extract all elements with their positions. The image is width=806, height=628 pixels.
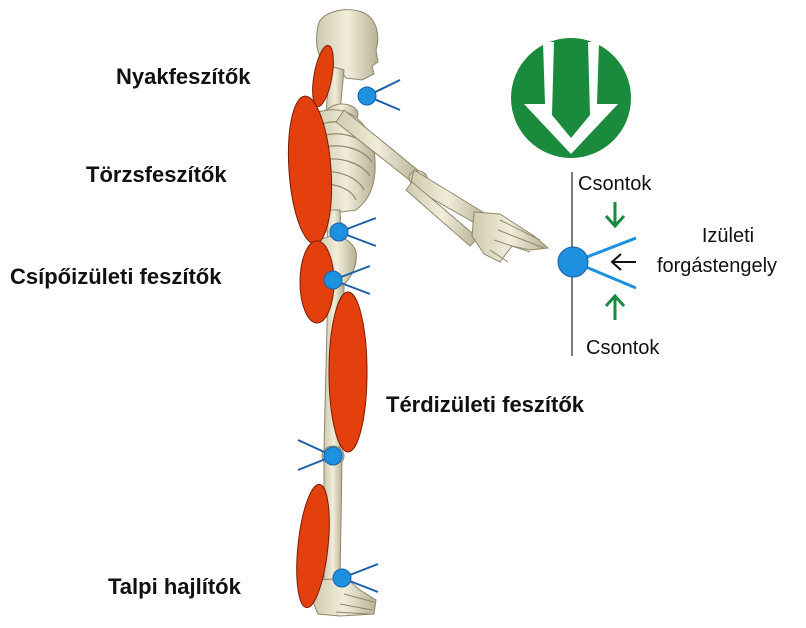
label-plantar-flexors: Talpi hajlítók [108,574,242,599]
label-knee-extensors: Térdizületi feszítők [386,392,585,417]
axis-pointer-icon [612,254,636,270]
gravity-arrow-icon: G [511,38,631,158]
bone-arrow-down-icon [606,202,624,226]
joint-legend: Csontok Csontok Izületi forgástengely [558,172,777,359]
knee-extensor-muscle [329,292,367,452]
joint-axis-icon [358,80,400,110]
label-trunk-extensors: Törzsfeszítők [86,162,227,187]
label-neck-extensors: Nyakfeszítők [116,64,251,89]
gravity-label: G [562,62,579,87]
bones-label-bottom: Csontok [586,337,660,359]
label-hip-extensors: Csípőizületi feszítők [10,264,222,289]
bone-arrow-up-icon [606,296,624,320]
bones-label-top: Csontok [578,173,652,195]
axis-label-line1: Izületi [702,225,754,247]
axis-label-line2: forgástengely [657,255,777,277]
hand [472,212,548,262]
